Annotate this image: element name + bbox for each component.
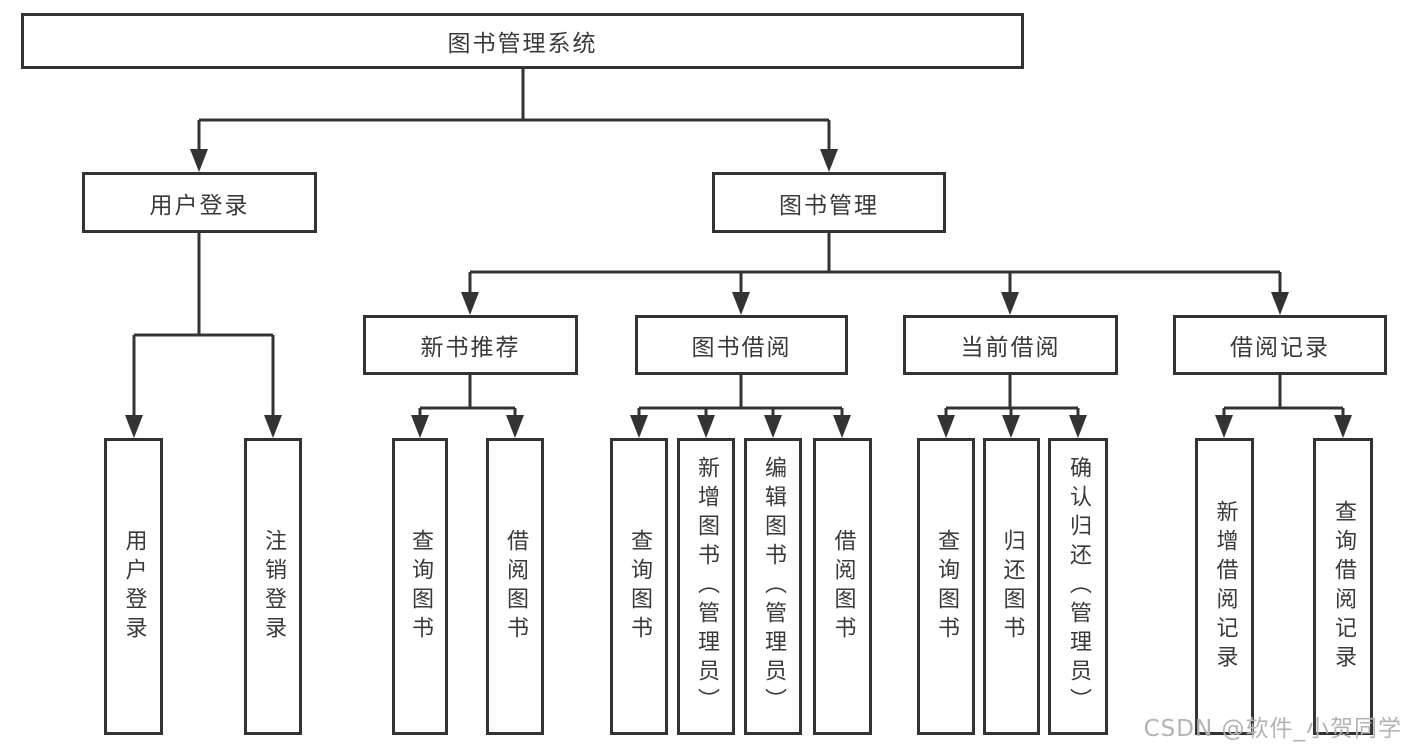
- node-user-login-branch: 用户登录: [82, 172, 317, 233]
- node-borrowing-records: 借阅记录: [1173, 315, 1387, 375]
- leaf-borrow-books-borrowing: 借阅图书: [813, 438, 872, 735]
- node-library-management-system: 图书管理系统: [21, 13, 1024, 69]
- leaf-edit-books-admin: 编辑图书（管理员）: [744, 438, 802, 735]
- node-current-borrowing: 当前借阅: [903, 315, 1118, 375]
- leaf-borrow-books-recommend: 借阅图书: [486, 438, 544, 735]
- leaf-query-books-recommend: 查询图书: [392, 438, 448, 735]
- leaf-add-borrow-record: 新增借阅记录: [1195, 438, 1254, 735]
- leaf-query-books-borrowing: 查询图书: [610, 438, 668, 735]
- node-book-management-branch: 图书管理: [712, 172, 946, 233]
- leaf-return-books: 归还图书: [983, 438, 1040, 735]
- leaf-add-books-admin: 新增图书（管理员）: [677, 438, 735, 735]
- node-new-book-recommend: 新书推荐: [363, 315, 578, 375]
- leaf-query-books-current: 查询图书: [917, 438, 975, 735]
- leaf-logout: 注销登录: [244, 438, 302, 735]
- leaf-confirm-return-admin: 确认归还（管理员）: [1048, 438, 1108, 735]
- leaf-user-login: 用户登录: [104, 438, 163, 735]
- csdn-watermark: CSDN @软件_小贺同学: [1143, 716, 1402, 742]
- node-book-borrowing: 图书借阅: [635, 315, 848, 375]
- leaf-query-borrow-record: 查询借阅记录: [1313, 438, 1373, 735]
